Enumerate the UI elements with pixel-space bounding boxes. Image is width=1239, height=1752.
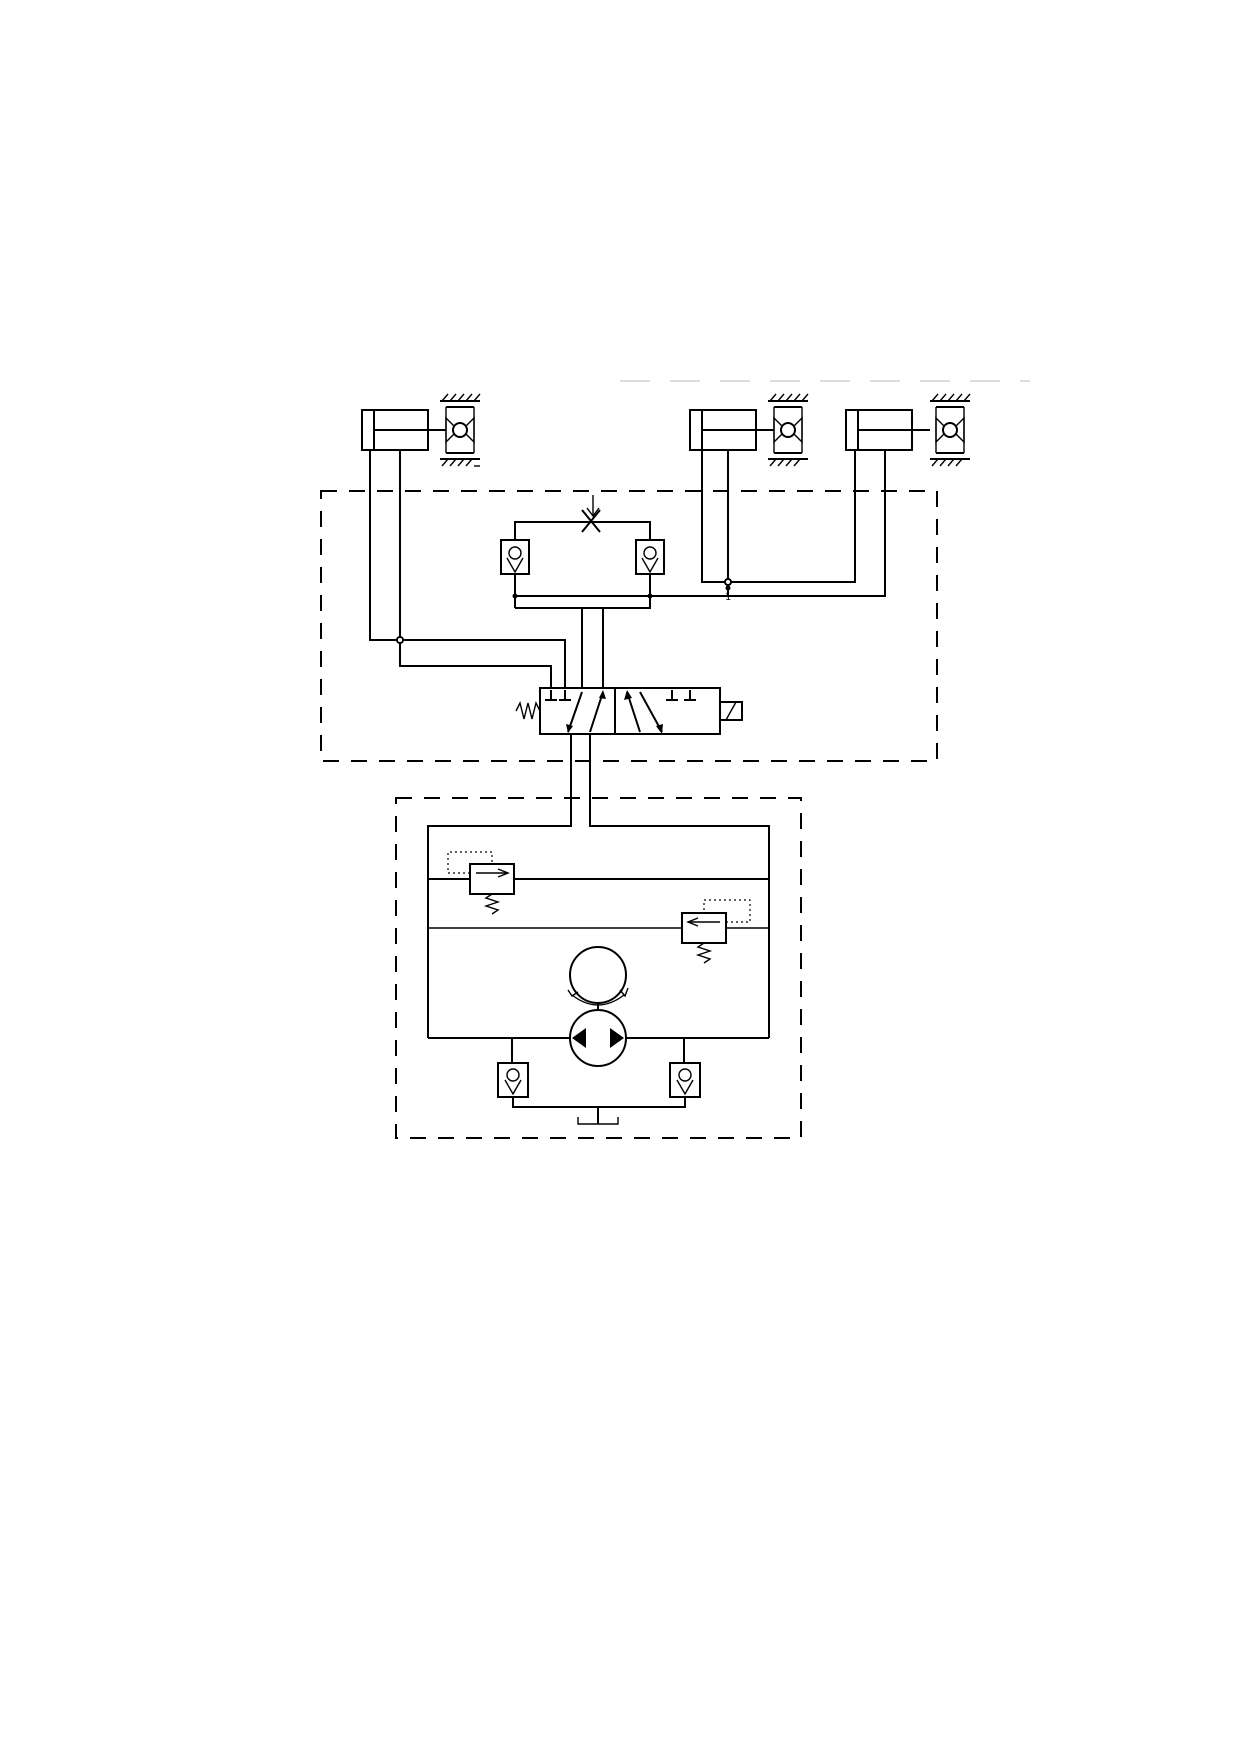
- control-block-boundary: [320, 490, 938, 762]
- cylinder-left: [361, 409, 446, 451]
- throttle-valve: [581, 495, 601, 533]
- cylinder-right: [845, 409, 930, 451]
- wheel-brake-left: [440, 393, 481, 467]
- supply-block-boundary: [395, 797, 802, 1139]
- bidirectional-pump: [569, 1003, 627, 1067]
- directional-control-valve: [515, 687, 743, 735]
- check-valve-lower-right: [669, 1038, 701, 1098]
- relief-valve-right: [681, 899, 751, 964]
- check-valve-lower-left: [497, 1038, 529, 1098]
- relief-valve-left: [447, 851, 515, 915]
- check-valve-upper-left: [500, 539, 530, 575]
- junction-label: 1: [725, 592, 731, 603]
- wheel-brake-middle: [768, 393, 809, 467]
- motor: [567, 946, 629, 1006]
- tank: [512, 1097, 686, 1125]
- pipe-network-upper: [369, 450, 886, 690]
- cylinder-middle: [689, 409, 774, 451]
- wheel-brake-right: [930, 393, 971, 467]
- check-valve-upper-right: [635, 539, 665, 575]
